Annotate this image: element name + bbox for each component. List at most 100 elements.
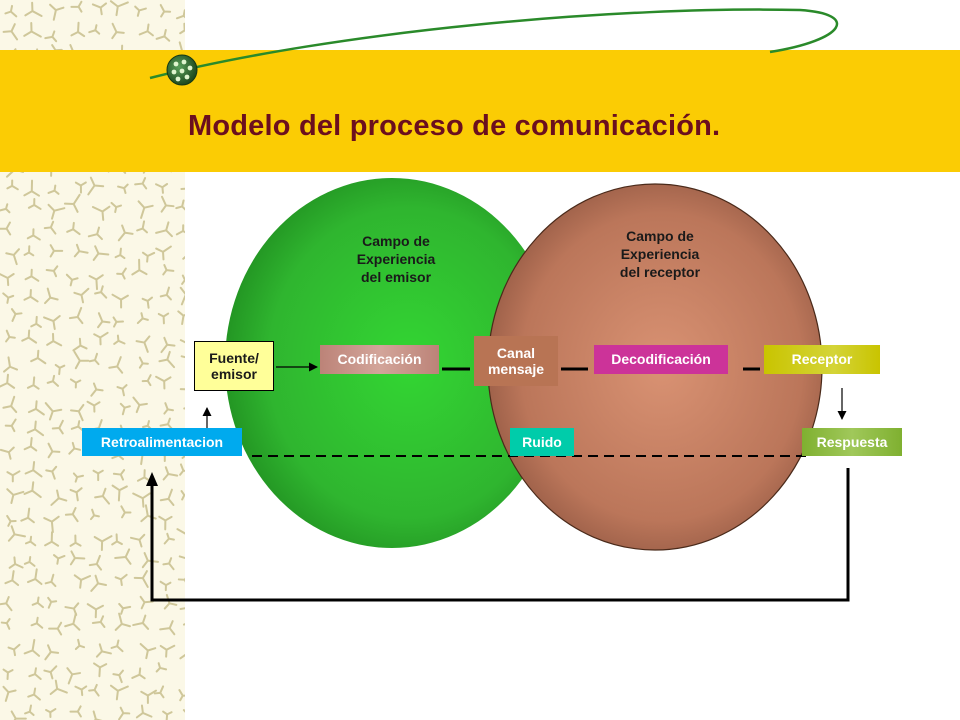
pattern-glyph (159, 488, 175, 506)
pattern-glyph (69, 550, 86, 566)
pattern-glyph (180, 355, 185, 359)
pattern-glyph (45, 265, 59, 278)
pattern-glyph (158, 515, 173, 531)
pattern-glyph (47, 596, 58, 609)
pattern-glyph (26, 568, 43, 586)
pattern-glyph (2, 685, 17, 702)
pattern-glyph (110, 201, 122, 214)
pattern-glyph (137, 200, 154, 219)
pattern-glyph (6, 470, 21, 483)
pattern-glyph (157, 312, 170, 325)
pattern-glyph (47, 442, 61, 459)
pattern-glyph (26, 420, 45, 437)
emitter-field-label: Campo de Experiencia del emisor (356, 233, 436, 286)
pattern-glyph (155, 245, 172, 261)
pattern-glyph (63, 193, 81, 213)
pattern-glyph (114, 247, 126, 260)
pattern-glyph (138, 356, 149, 369)
pattern-glyph (181, 274, 185, 285)
decodificacion-box: Decodificación (594, 345, 728, 374)
ruido-box: Ruido (510, 428, 574, 456)
pattern-glyph (5, 248, 20, 266)
pattern-glyph (70, 21, 86, 38)
pattern-glyph (64, 507, 79, 523)
pattern-glyph (182, 709, 185, 713)
pattern-glyph (88, 274, 104, 291)
pattern-glyph (47, 203, 66, 220)
pattern-glyph (4, 4, 18, 18)
pattern-glyph (138, 23, 154, 37)
pattern-glyph (70, 0, 83, 13)
pattern-glyph (66, 667, 82, 685)
pattern-glyph (162, 264, 175, 276)
pattern-glyph (20, 507, 35, 524)
pattern-glyph (24, 268, 40, 282)
fuente-emisor-box: Fuente/ emisor (194, 341, 274, 391)
pattern-glyph (153, 685, 165, 699)
pattern-glyph (43, 315, 61, 330)
pattern-glyph (112, 316, 124, 328)
pattern-glyph (93, 331, 109, 346)
pattern-glyph (45, 708, 57, 719)
pattern-glyph (155, 182, 169, 194)
pattern-glyph (155, 221, 173, 238)
pattern-glyph (51, 419, 64, 435)
pattern-glyph (160, 195, 175, 213)
pattern-glyph (0, 373, 16, 389)
pattern-glyph (70, 420, 84, 432)
pattern-glyph (24, 460, 43, 478)
pattern-glyph (0, 203, 11, 214)
pattern-glyph (141, 251, 156, 263)
pattern-glyph (179, 22, 185, 35)
pattern-glyph (43, 220, 57, 235)
pattern-glyph (45, 465, 58, 480)
pattern-glyph (74, 181, 87, 194)
pattern-glyph (26, 228, 41, 241)
pattern-glyph (113, 334, 126, 345)
pattern-glyph (116, 384, 128, 397)
pattern-glyph (10, 308, 23, 322)
pattern-glyph (93, 535, 113, 552)
pattern-glyph (44, 531, 60, 547)
pattern-glyph (131, 667, 146, 680)
pattern-glyph (0, 221, 12, 236)
respuesta-box: Respuesta (802, 428, 902, 456)
pattern-glyph (43, 515, 60, 534)
pattern-glyph (91, 615, 106, 628)
pattern-glyph (74, 638, 86, 651)
pattern-glyph (73, 287, 90, 304)
pattern-glyph (46, 332, 63, 347)
pattern-glyph (179, 388, 185, 391)
pattern-glyph (159, 3, 172, 18)
pattern-glyph (111, 22, 125, 40)
pattern-glyph (88, 554, 103, 571)
pattern-glyph (141, 296, 154, 309)
pattern-glyph (28, 667, 42, 680)
pattern-glyph (72, 337, 88, 352)
pattern-glyph (118, 706, 131, 720)
pattern-glyph (180, 490, 185, 501)
pattern-glyph (5, 329, 16, 343)
pattern-glyph (134, 177, 148, 190)
pattern-glyph (86, 603, 104, 619)
pattern-glyph (109, 0, 129, 17)
pattern-glyph (31, 596, 45, 609)
pattern-glyph (68, 441, 82, 455)
pattern-glyph (139, 595, 154, 610)
pattern-glyph (132, 492, 151, 508)
pattern-glyph (48, 621, 63, 636)
pattern-glyph (24, 704, 35, 717)
pattern-glyph (117, 183, 129, 194)
pattern-glyph (116, 267, 127, 280)
pattern-glyph (112, 669, 124, 684)
pattern-glyph (43, 665, 58, 680)
pattern-glyph (30, 349, 47, 365)
pattern-glyph (46, 374, 60, 387)
pattern-glyph (90, 382, 104, 397)
pattern-glyph (179, 339, 185, 344)
pattern-glyph (162, 710, 173, 720)
pattern-glyph (23, 437, 38, 452)
pattern-glyph (94, 487, 111, 505)
pattern-glyph (52, 554, 66, 565)
pattern-glyph (64, 612, 81, 631)
